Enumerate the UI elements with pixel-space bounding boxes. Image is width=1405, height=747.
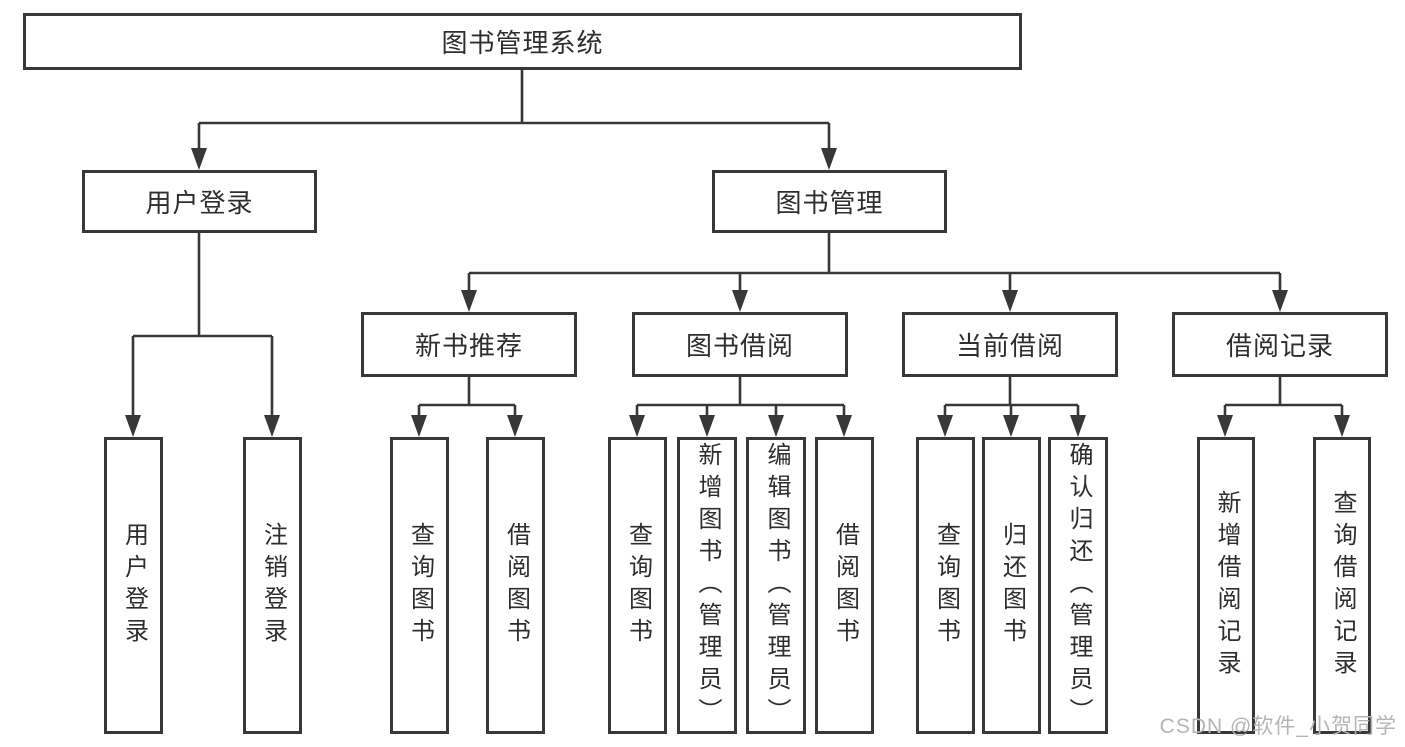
leaf-add-borrow-record: 新增借阅记录 xyxy=(1197,437,1255,734)
leaf-confirm-return-admin: 确认归还（管理员） xyxy=(1048,437,1108,734)
leaf-query-books-2: 查询图书 xyxy=(608,437,667,734)
node-user-login: 用户登录 xyxy=(82,170,317,233)
leaf-query-borrow-record: 查询借阅记录 xyxy=(1313,437,1371,734)
leaf-return-book: 归还图书 xyxy=(982,437,1041,734)
node-root: 图书管理系统 xyxy=(23,13,1022,70)
leaf-query-books-1: 查询图书 xyxy=(390,437,449,734)
leaf-borrow-books-1: 借阅图书 xyxy=(486,437,545,734)
leaf-user-login: 用户登录 xyxy=(104,437,163,734)
node-current-borrowing: 当前借阅 xyxy=(902,312,1118,377)
node-book-borrowing: 图书借阅 xyxy=(632,312,848,377)
node-new-book-recommend: 新书推荐 xyxy=(361,312,577,377)
leaf-query-books-3: 查询图书 xyxy=(916,437,975,734)
leaf-logout: 注销登录 xyxy=(243,437,302,734)
node-book-management: 图书管理 xyxy=(712,170,947,233)
watermark: CSDN @软件_小贺同学 xyxy=(1159,715,1397,738)
leaf-edit-book-admin: 编辑图书（管理员） xyxy=(746,437,806,734)
leaf-add-book-admin: 新增图书（管理员） xyxy=(677,437,737,734)
leaf-borrow-books-2: 借阅图书 xyxy=(815,437,874,734)
node-borrowing-records: 借阅记录 xyxy=(1172,312,1388,377)
